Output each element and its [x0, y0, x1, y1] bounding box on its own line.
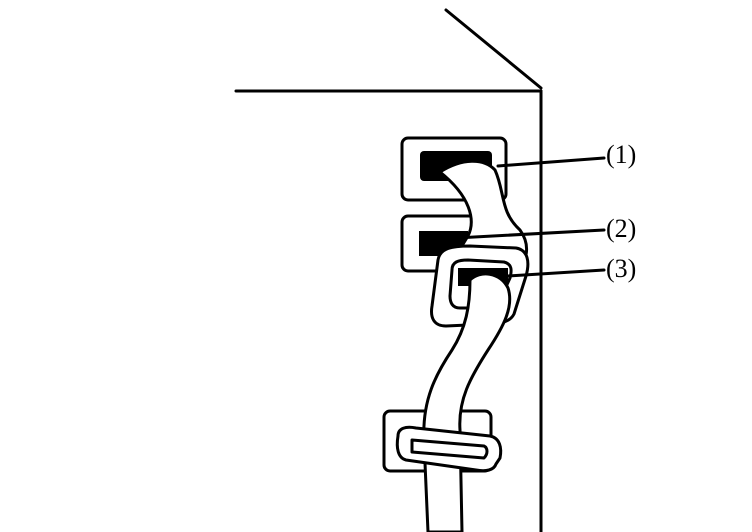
callout-leader-1	[496, 156, 606, 168]
strap-lower-segment	[422, 272, 512, 532]
callout-leader-2	[454, 228, 606, 240]
panel-back-edge	[444, 8, 543, 90]
callout-label-1: (1)	[606, 140, 637, 169]
callout-leader-3	[506, 268, 606, 278]
upper-slot-frame	[400, 136, 508, 202]
callout-label-2: (2)	[606, 214, 637, 243]
callout-label-3: (3)	[606, 254, 637, 283]
lower-loop	[395, 425, 503, 473]
